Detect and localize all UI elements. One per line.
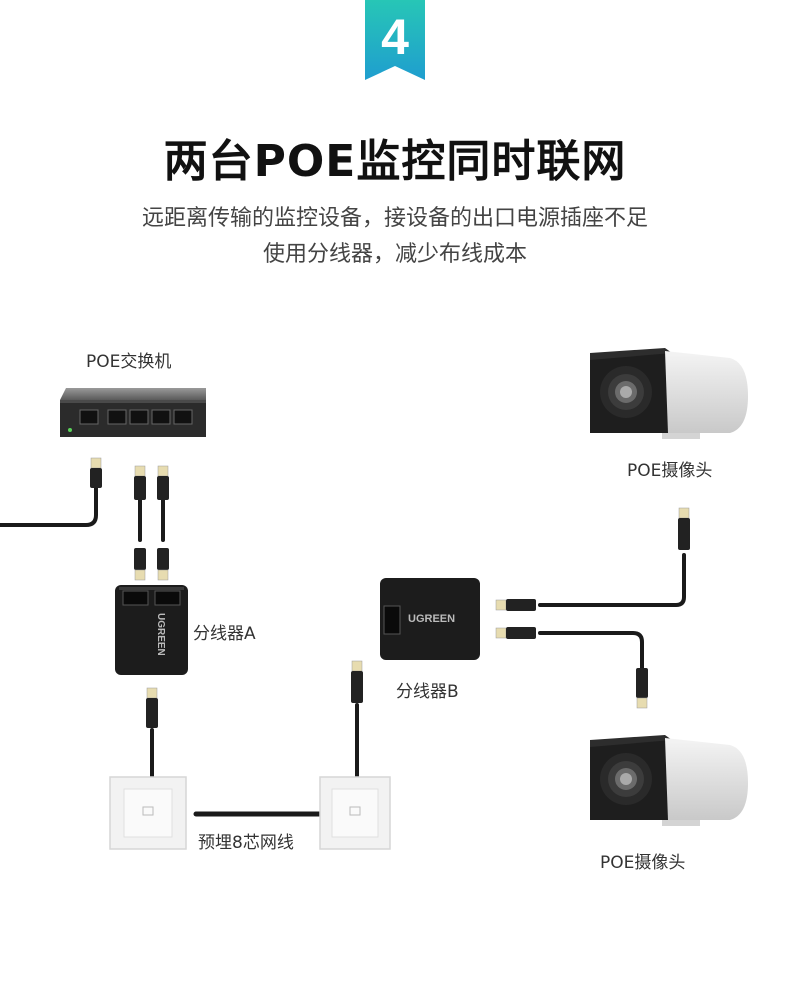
uplink-cable <box>0 483 98 527</box>
splitter-a-label: 分线器A <box>193 624 256 644</box>
rj45-connector <box>678 507 690 550</box>
splitter-b-to-camera-bottom-cable <box>538 631 644 670</box>
rj45-connector <box>157 548 169 581</box>
brand-text: UGREEN <box>408 613 455 625</box>
camera-top-label: POE摄像头 <box>627 461 713 481</box>
cables <box>0 483 686 817</box>
rj45-connector <box>636 668 648 709</box>
camera-top <box>590 348 748 439</box>
camera-bottom-label: POE摄像头 <box>600 853 686 873</box>
subtitle-line-2: 使用分线器，减少布线成本 <box>262 242 527 267</box>
rj45-connector <box>157 465 169 500</box>
rj45-connector <box>495 599 536 611</box>
rj45-connector <box>146 687 158 728</box>
connectors <box>90 457 690 728</box>
wall-plate-2 <box>319 776 391 850</box>
step-badge: 4 <box>365 0 425 80</box>
splitter-b-to-camera-top-cable <box>538 553 686 607</box>
wall-plate-1 <box>109 776 187 850</box>
rj45-connector <box>134 465 146 500</box>
rj45-connector <box>495 627 536 639</box>
brand-text: UGREEN <box>155 613 166 656</box>
rj45-connector <box>134 548 146 581</box>
poe-switch-label: POE交换机 <box>86 352 172 372</box>
camera-bottom <box>590 735 748 826</box>
buried-cable-label: 预埋8芯网线 <box>198 833 294 853</box>
subtitle-line-1: 远距离传输的监控设备，接设备的出口电源插座不足 <box>141 206 648 231</box>
poe-switch <box>60 388 206 437</box>
rj45-connector <box>351 660 363 703</box>
page-title: 两台POE监控同时联网 <box>163 136 627 187</box>
splitter-a: UGREEN <box>115 585 188 675</box>
splitter-b: UGREEN <box>380 578 480 660</box>
rj45-connector <box>90 457 102 488</box>
splitter-b-label: 分线器B <box>396 682 459 702</box>
step-number: 4 <box>381 9 409 65</box>
